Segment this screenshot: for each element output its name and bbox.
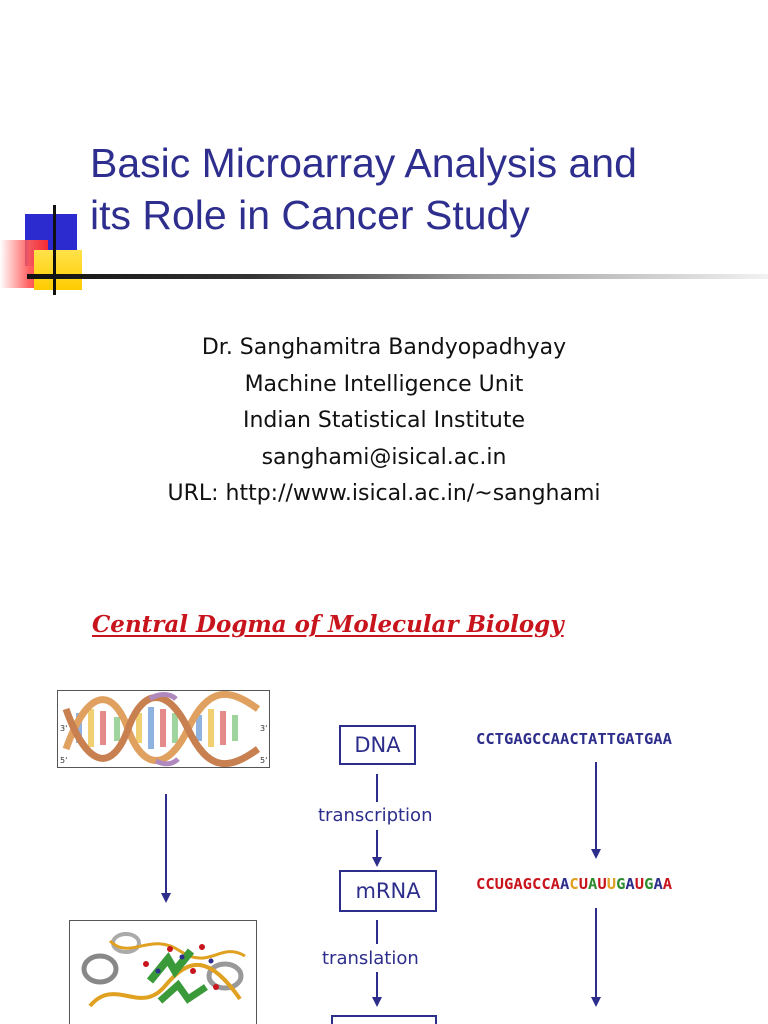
mrna-base-segment: C xyxy=(569,875,579,893)
transcription-label: transcription xyxy=(318,805,433,826)
dna-box: DNA xyxy=(339,725,416,765)
mrna-base-segment: A xyxy=(653,875,663,893)
slide-title: Basic Microarray Analysis and its Role i… xyxy=(90,137,750,241)
mrna-base-segment: A xyxy=(560,875,570,893)
helix-label-left-top: 3' xyxy=(60,724,67,733)
mrna-base-segment: A xyxy=(662,875,673,893)
dna-helix-image: 3' 5' 3' 5' xyxy=(57,690,270,768)
mrna-base-segment: U xyxy=(606,875,617,893)
helix-rungs xyxy=(76,707,238,749)
mrna-base-segment: G xyxy=(644,875,654,893)
mrna-box: mRNA xyxy=(339,870,437,912)
unit-name: Machine Intelligence Unit xyxy=(244,371,524,397)
author-name: Dr. Sanghamitra Bandyopadhyay xyxy=(201,335,567,360)
protein-box: Protein xyxy=(331,1015,437,1024)
mrna-base-segment: CCUGAGCCA xyxy=(476,875,560,893)
author-email[interactable]: sanghami@isical.ac.in xyxy=(261,444,507,470)
mrna-base-segment: U xyxy=(597,875,607,893)
mrna-base-segment: U xyxy=(634,875,645,893)
decorative-yellow-square xyxy=(34,250,82,290)
mrna-base-segment: U xyxy=(578,875,589,893)
helix-label-right-top: 3' xyxy=(260,724,267,733)
mrna-base-segment: G xyxy=(616,875,626,893)
institute-name: Indian Statistical Institute xyxy=(243,408,525,433)
dna-sequence: CCTGAGCCAACTATTGATGAA xyxy=(476,730,672,748)
title-line-1: Basic Microarray Analysis and xyxy=(90,140,637,186)
helix-label-right-bottom: 5' xyxy=(260,756,267,765)
title-line-2: its Role in Cancer Study xyxy=(90,192,530,238)
title-slide: Basic Microarray Analysis and its Role i… xyxy=(0,137,768,513)
mrna-base-segment: A xyxy=(625,875,635,893)
mrna-base-segment: A xyxy=(588,875,598,893)
protein-structure-image xyxy=(69,920,257,1024)
decorative-horizontal-rule xyxy=(27,274,768,279)
translation-label: translation xyxy=(322,948,419,969)
decorative-vertical-line xyxy=(53,205,56,295)
central-dogma-slide: Central Dogma of Molecular Biology xyxy=(0,576,768,1024)
mrna-sequence: CCUGAGCCAACUAUUGAUGAA xyxy=(476,875,672,893)
author-url[interactable]: URL: http://www.isical.ac.in/~sanghami xyxy=(167,481,601,506)
slide-heading: Central Dogma of Molecular Biology xyxy=(92,611,564,638)
author-info: Dr. Sanghamitra Bandyopadhyay Machine In… xyxy=(0,330,768,513)
helix-label-left-bottom: 5' xyxy=(60,756,67,765)
